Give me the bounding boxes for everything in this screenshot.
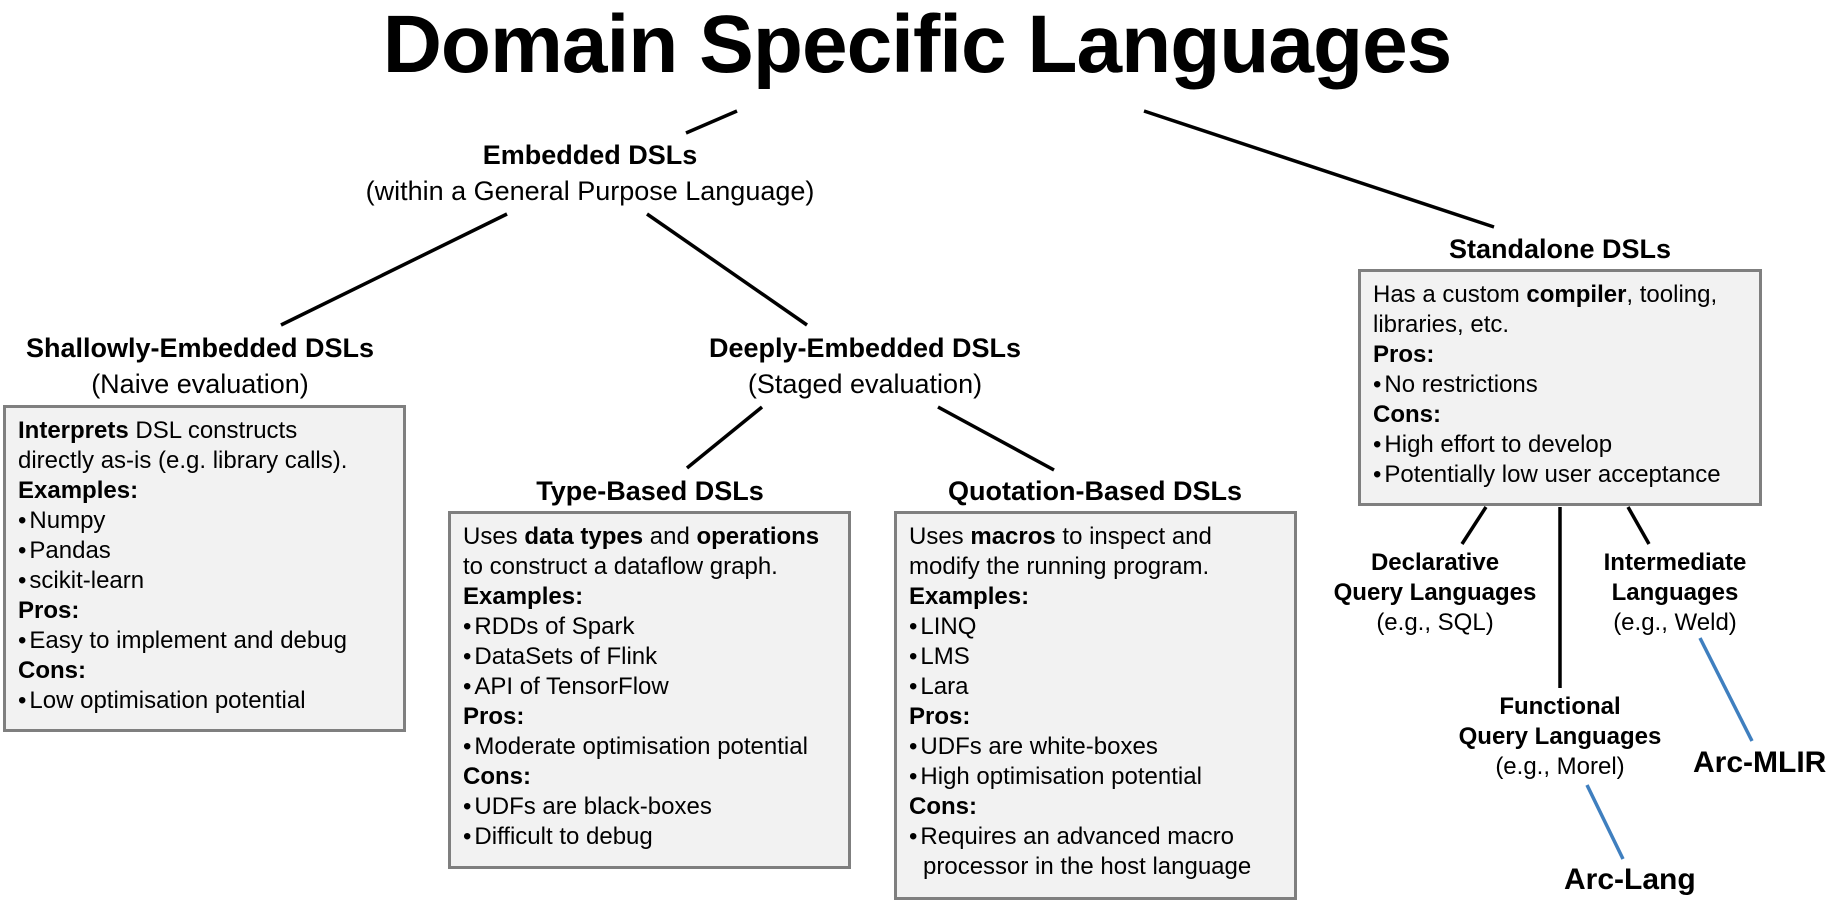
standalone-pros-label: Pros: <box>1373 341 1435 368</box>
shallow-pro-item: Easy to implement and debug <box>18 626 391 656</box>
shallow-subtitle: (Naive evaluation) <box>91 369 309 399</box>
diagram-title: Domain Specific Languages <box>382 0 1453 90</box>
intermediate-subtitle: (e.g., Weld) <box>1613 609 1737 636</box>
standalone-con-item: Potentially low user acceptance <box>1373 460 1747 490</box>
type-based-example-item: RDDs of Spark <box>463 612 836 642</box>
quotation-examples-label: Examples: <box>909 583 1030 610</box>
standalone-desc-bold: compiler <box>1526 281 1627 308</box>
type-based-example-item: API of TensorFlow <box>463 672 836 702</box>
declarative-subtitle: (e.g., SQL) <box>1376 609 1494 636</box>
type-based-desc-bold: operations <box>696 523 820 550</box>
standalone-desc-text: , tooling, <box>1626 281 1718 308</box>
shallow-title: Shallowly-Embedded DSLs <box>25 333 375 363</box>
shallow-con-item: Low optimisation potential <box>18 686 391 716</box>
quotation-desc-bold: macros <box>970 523 1056 550</box>
quotation-cons-label: Cons: <box>909 793 977 820</box>
shallow-desc-line1: Interprets DSL constructs <box>18 416 391 446</box>
declarative-node: Declarative Query Languages (e.g., SQL) <box>1300 548 1570 638</box>
shallow-desc-bold: Interprets <box>18 417 129 444</box>
shallow-example-item: Pandas <box>18 536 391 566</box>
edge-standalone-declarative <box>1460 506 1488 545</box>
standalone-pro-item: No restrictions <box>1373 370 1747 400</box>
deep-subtitle: (Staged evaluation) <box>747 369 983 399</box>
quotation-con-item-cont: processor in the host language <box>923 853 1252 880</box>
quotation-desc-line2: modify the running program. <box>909 553 1210 580</box>
quotation-example-item: LMS <box>909 642 1282 672</box>
quotation-example-item: Lara <box>909 672 1282 702</box>
edge-intermediate-arcmlir <box>1698 637 1754 742</box>
shallow-example-item: scikit-learn <box>18 566 391 596</box>
quotation-desc-line1: Uses macros to inspect and <box>909 522 1282 552</box>
functional-subtitle: (e.g., Morel) <box>1495 753 1625 780</box>
shallow-box: Interprets DSL constructs directly as-is… <box>3 405 406 732</box>
quotation-title: Quotation-Based DSLs <box>947 476 1243 506</box>
shallow-examples-label: Examples: <box>18 477 139 504</box>
shallow-desc-rest: DSL constructs <box>128 417 298 444</box>
standalone-con-item: High effort to develop <box>1373 430 1747 460</box>
type-based-box: Uses data types and operations to constr… <box>448 511 851 869</box>
standalone-title: Standalone DSLs <box>1448 234 1672 264</box>
type-based-title: Type-Based DSLs <box>536 476 764 506</box>
deep-title: Deeply-Embedded DSLs <box>708 333 1022 363</box>
type-based-con-item: UDFs are black-boxes <box>463 792 836 822</box>
deep-node: Deeply-Embedded DSLs (Staged evaluation) <box>640 330 1090 402</box>
quotation-example-item: LINQ <box>909 612 1282 642</box>
standalone-box: Has a custom compiler, tooling, librarie… <box>1358 269 1762 506</box>
type-based-example-item: DataSets of Flink <box>463 642 836 672</box>
type-based-desc-line2: to construct a dataflow graph. <box>463 553 778 580</box>
quotation-pro-item: UDFs are white-boxes <box>909 732 1282 762</box>
edge-deep-quotation <box>937 405 1055 472</box>
type-based-desc-text: and <box>643 523 697 550</box>
type-based-pros-label: Pros: <box>463 703 525 730</box>
declarative-line2: Query Languages <box>1333 579 1537 606</box>
functional-line1: Functional <box>1499 693 1621 720</box>
embedded-node: Embedded DSLs (within a General Purpose … <box>300 137 880 209</box>
quotation-desc-text: Uses <box>909 523 971 550</box>
type-based-desc-line1: Uses data types and operations <box>463 522 836 552</box>
quotation-box: Uses macros to inspect and modify the ru… <box>894 511 1297 900</box>
type-based-con-item: Difficult to debug <box>463 822 836 852</box>
type-based-desc-bold: data types <box>524 523 644 550</box>
standalone-node: Standalone DSLs <box>1360 231 1760 267</box>
shallow-node: Shallowly-Embedded DSLs (Naive evaluatio… <box>0 330 400 402</box>
type-based-cons-label: Cons: <box>463 763 531 790</box>
shallow-cons-label: Cons: <box>18 657 86 684</box>
quotation-desc-text: to inspect and <box>1055 523 1212 550</box>
intermediate-line1: Intermediate <box>1603 549 1747 576</box>
type-based-desc-text: Uses <box>463 523 525 550</box>
edge-root-standalone <box>1143 109 1495 229</box>
quotation-node: Quotation-Based DSLs <box>890 473 1300 509</box>
standalone-cons-label: Cons: <box>1373 401 1441 428</box>
quotation-pro-item: High optimisation potential <box>909 762 1282 792</box>
edge-standalone-intermediate <box>1626 506 1651 545</box>
standalone-desc-line1: Has a custom compiler, tooling, <box>1373 280 1747 310</box>
functional-line2: Query Languages <box>1458 723 1662 750</box>
type-based-node: Type-Based DSLs <box>450 473 850 509</box>
edge-embedded-shallow <box>280 212 508 327</box>
edge-functional-arclang <box>1585 784 1625 860</box>
embedded-title: Embedded DSLs <box>482 140 698 170</box>
intermediate-line2: Languages <box>1611 579 1739 606</box>
edge-root-embedded <box>685 109 738 135</box>
quotation-pros-label: Pros: <box>909 703 971 730</box>
shallow-desc-line2: directly as-is (e.g. library calls). <box>18 447 348 474</box>
shallow-pros-label: Pros: <box>18 597 80 624</box>
type-based-pro-item: Moderate optimisation potential <box>463 732 836 762</box>
arc-mlir-label: Arc-MLIR <box>1693 746 1827 779</box>
quotation-con-item: Requires an advanced macro <box>909 822 1282 852</box>
arc-lang-label: Arc-Lang <box>1564 863 1696 896</box>
standalone-desc-text: Has a custom <box>1373 281 1527 308</box>
standalone-desc-line2: libraries, etc. <box>1373 311 1510 338</box>
embedded-subtitle: (within a General Purpose Language) <box>365 176 815 206</box>
edge-deep-type <box>685 405 764 470</box>
intermediate-node: Intermediate Languages (e.g., Weld) <box>1560 548 1790 638</box>
type-based-examples-label: Examples: <box>463 583 584 610</box>
shallow-example-item: Numpy <box>18 506 391 536</box>
declarative-line1: Declarative <box>1370 549 1500 576</box>
functional-node: Functional Query Languages (e.g., Morel) <box>1420 692 1700 782</box>
edge-embedded-deep <box>646 212 808 327</box>
